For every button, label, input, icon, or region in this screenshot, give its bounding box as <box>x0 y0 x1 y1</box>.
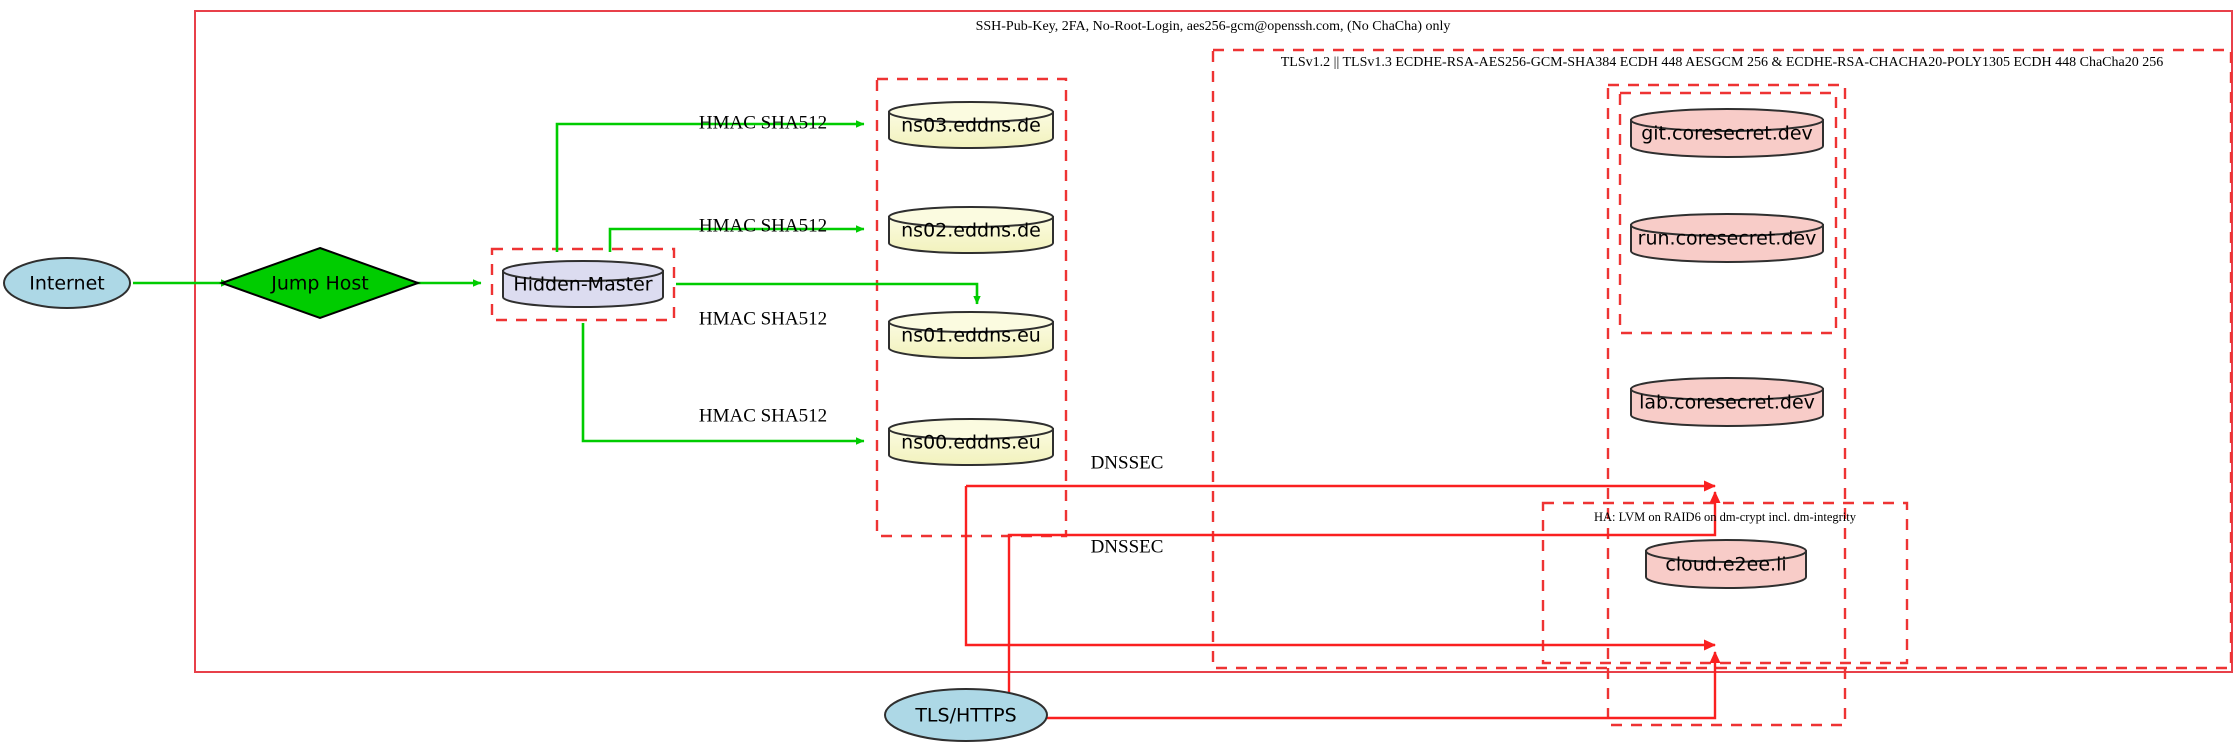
edge-tls-https-to-services <box>1007 491 1721 700</box>
git-coresecret-node[interactable]: git.coresecret.dev <box>1630 108 1824 158</box>
ns01-node[interactable]: ns01.eddns.eu <box>888 311 1054 359</box>
hidden-master-node[interactable]: Hidden-Master <box>502 260 664 308</box>
ns02-node[interactable]: ns02.eddns.de <box>888 206 1054 254</box>
internet-label: Internet <box>29 273 104 295</box>
lab-coresecret-label: lab.coresecret.dev <box>1639 392 1815 414</box>
internet-node[interactable]: Internet <box>3 257 131 309</box>
edge-hidden-master-to-ns00 <box>581 323 865 445</box>
edge-dnssec-upper-to-services <box>964 480 1716 651</box>
ns00-label: ns00.eddns.eu <box>901 432 1041 454</box>
edge-label-hmac-ns00: HMAC SHA512 <box>699 405 827 426</box>
run-coresecret-label: run.coresecret.dev <box>1638 228 1817 250</box>
cluster-dns-servers-zone <box>875 77 1068 538</box>
ns02-label: ns02.eddns.de <box>901 220 1041 242</box>
edge-label-hmac-ns03: HMAC SHA512 <box>699 112 827 133</box>
tls-https-node[interactable]: TLS/HTTPS <box>884 688 1048 742</box>
jump-host-label: Jump Host <box>270 273 369 295</box>
cluster-label-ha: HA: LVM on RAID6 on dm-crypt incl. dm-in… <box>1594 510 1857 524</box>
git-coresecret-label: git.coresecret.dev <box>1641 123 1813 145</box>
cloud-e2ee-node[interactable]: cloud.e2ee.li <box>1645 539 1807 589</box>
edge-tls-https-to-ha <box>1047 651 1721 720</box>
edge-hidden-master-to-ns01 <box>676 282 981 305</box>
edge-label-dnssec-lower: DNSSEC <box>1091 536 1164 557</box>
cluster-hidden-master-zone <box>490 247 676 322</box>
edge-hidden-master-to-ns03 <box>555 120 865 252</box>
edge-label-hmac-ns02: HMAC SHA512 <box>699 215 827 236</box>
cluster-label-ssh: SSH-Pub-Key, 2FA, No-Root-Login, aes256-… <box>976 19 1451 34</box>
ns01-label: ns01.eddns.eu <box>901 325 1041 347</box>
edge-hidden-master-to-ns02 <box>608 225 865 252</box>
cluster-tls-perimeter <box>1211 48 2233 670</box>
run-coresecret-node[interactable]: run.coresecret.dev <box>1630 213 1824 263</box>
ns03-node[interactable]: ns03.eddns.de <box>888 101 1054 149</box>
edge-label-dnssec-upper: DNSSEC <box>1091 452 1164 473</box>
tls-https-label: TLS/HTTPS <box>914 705 1016 727</box>
ns03-label: ns03.eddns.de <box>901 115 1041 137</box>
edge-label-hmac-ns01: HMAC SHA512 <box>699 308 827 329</box>
jump-host-node[interactable]: Jump Host <box>219 246 421 320</box>
cloud-e2ee-label: cloud.e2ee.li <box>1665 554 1786 576</box>
cluster-ha-storage-zone <box>1541 501 1909 665</box>
cluster-label-tls: TLSv1.2 || TLSv1.3 ECDHE-RSA-AES256-GCM-… <box>1281 55 2163 70</box>
ns00-node[interactable]: ns00.eddns.eu <box>888 418 1054 466</box>
lab-coresecret-node[interactable]: lab.coresecret.dev <box>1630 377 1824 427</box>
hidden-master-label: Hidden-Master <box>513 274 652 296</box>
cluster-git-run-zone <box>1618 91 1838 335</box>
